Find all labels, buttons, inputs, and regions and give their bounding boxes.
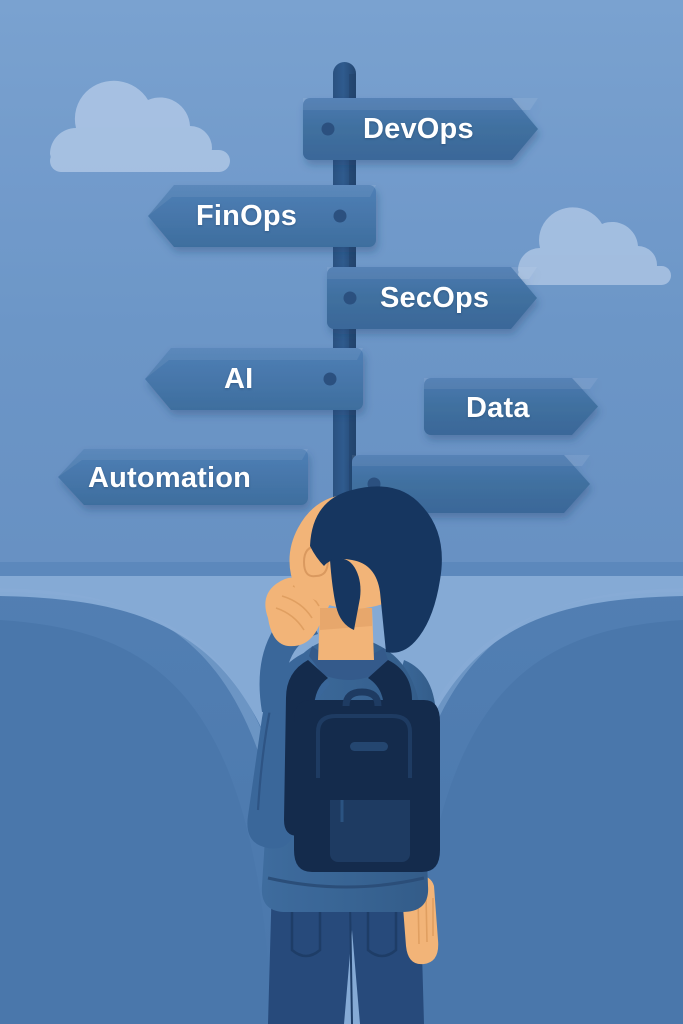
road-edge-left	[0, 588, 312, 1024]
sign-ai[interactable]	[145, 348, 363, 410]
person-neck	[318, 608, 374, 660]
road-edge-right	[371, 588, 683, 1024]
person-with-backpack	[247, 486, 442, 1024]
field-left	[0, 620, 272, 1024]
cloud-right	[518, 207, 671, 285]
sign-finops[interactable]	[148, 185, 376, 247]
backpack-pocket	[330, 792, 410, 862]
backpack-handle	[342, 688, 382, 707]
person-hair	[310, 486, 442, 653]
sign-secops[interactable]	[327, 267, 537, 329]
backpack-pocket-flap	[320, 788, 420, 800]
backpack-lid-seam	[316, 714, 412, 778]
bolt-icon	[323, 372, 337, 386]
pocket-right	[366, 908, 398, 958]
sign-data[interactable]	[424, 378, 598, 435]
jacket-hem	[267, 876, 425, 889]
hair-sideburn	[330, 558, 361, 630]
field-right	[413, 620, 683, 1024]
bolt-icon	[343, 291, 357, 305]
jacket-collar	[306, 646, 390, 680]
cloud-left	[50, 80, 230, 172]
bolt-icon	[333, 209, 347, 223]
person-legs	[268, 880, 424, 1024]
backpack-zip	[350, 742, 388, 751]
sign-devops[interactable]	[303, 98, 538, 160]
leg-seam	[349, 899, 353, 1024]
pocket-left	[290, 908, 322, 958]
sign-automation[interactable]	[58, 449, 308, 505]
bolt-icon	[321, 122, 335, 136]
